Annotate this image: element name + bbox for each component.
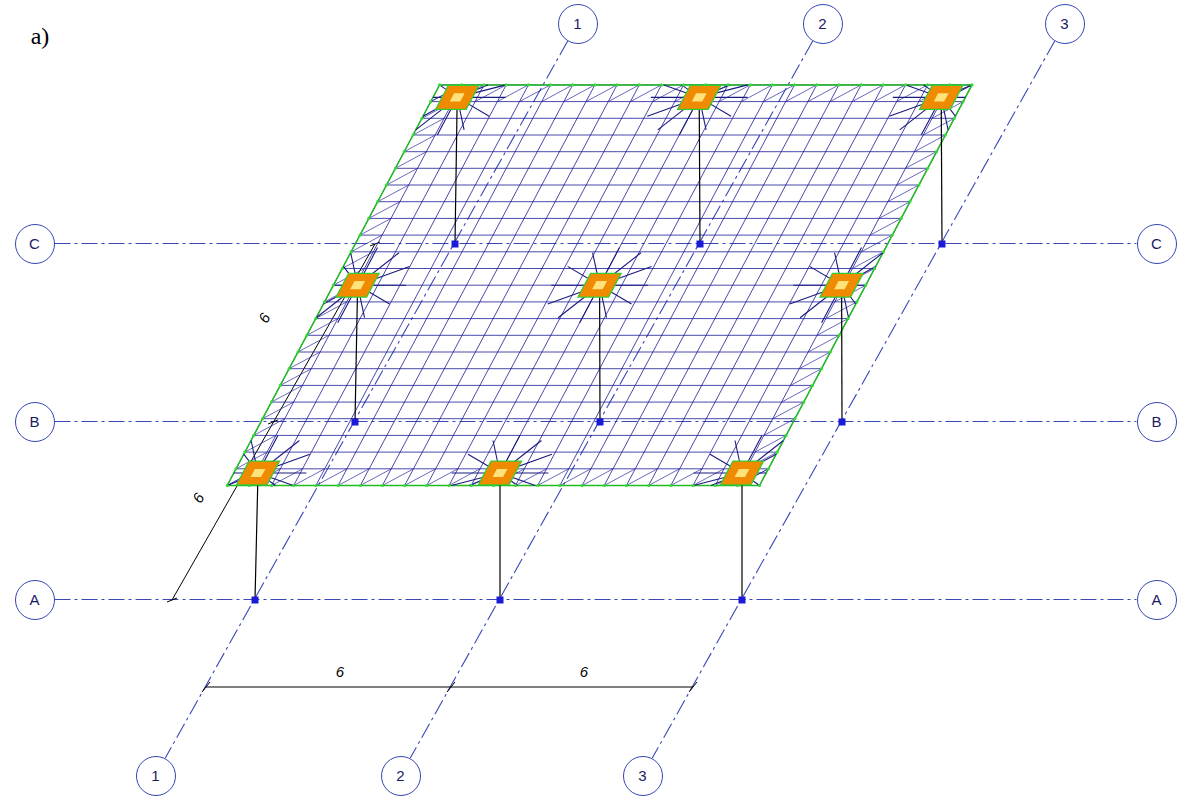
column-core bbox=[592, 281, 607, 289]
dimension-value: 6 bbox=[189, 491, 206, 506]
grid-bubble: 1 bbox=[136, 756, 176, 796]
column-line bbox=[841, 285, 843, 422]
dimension-value: 6 bbox=[336, 664, 344, 679]
figure-label: a) bbox=[31, 24, 50, 48]
slab-mesh bbox=[226, 83, 974, 603]
grid-line bbox=[165, 41, 567, 758]
grid-label: A bbox=[29, 592, 39, 607]
column-line bbox=[741, 473, 742, 600]
grid-line bbox=[55, 243, 1137, 244]
dimension-tick bbox=[167, 598, 177, 602]
column-base bbox=[352, 419, 359, 426]
mesh-lines bbox=[227, 85, 972, 486]
column-head bbox=[436, 86, 479, 110]
column-core bbox=[350, 281, 365, 289]
grid-bubble: 2 bbox=[381, 756, 421, 796]
grid-label: C bbox=[29, 236, 40, 251]
column-line bbox=[355, 285, 358, 422]
mesh-diagonals bbox=[227, 85, 972, 486]
column-head bbox=[478, 461, 521, 485]
column-line bbox=[499, 473, 500, 600]
grid-label: 2 bbox=[396, 768, 404, 783]
grid-label: B bbox=[29, 414, 39, 429]
column-base bbox=[252, 597, 259, 604]
mesh-nodes bbox=[226, 83, 974, 487]
column-base bbox=[939, 241, 946, 248]
column-core bbox=[834, 281, 849, 289]
grid-label: 3 bbox=[638, 768, 646, 783]
dimension-line bbox=[206, 687, 693, 688]
grid-bubble: B bbox=[1137, 402, 1177, 442]
dimension-value: 6 bbox=[580, 664, 588, 679]
grid-label: C bbox=[1151, 236, 1162, 251]
grid-line bbox=[410, 41, 812, 758]
column-core bbox=[493, 469, 508, 477]
column-line bbox=[255, 473, 258, 600]
column-core bbox=[735, 469, 750, 477]
grid-label: B bbox=[1151, 414, 1161, 429]
grid-bubble: 1 bbox=[558, 4, 598, 44]
dimension-value: 6 bbox=[255, 311, 272, 326]
column-base bbox=[839, 419, 846, 426]
dimension-lines bbox=[167, 242, 697, 692]
column-base bbox=[452, 241, 459, 248]
column-head bbox=[720, 461, 763, 485]
column-core bbox=[692, 93, 707, 101]
mesh-refinement bbox=[227, 85, 972, 486]
grid-bubble: 3 bbox=[623, 756, 663, 796]
column-core bbox=[251, 469, 266, 477]
grid-bubble: 3 bbox=[1045, 4, 1085, 44]
column-head bbox=[920, 86, 963, 110]
grid-bubble: A bbox=[1137, 580, 1177, 620]
grid-label: A bbox=[1151, 592, 1161, 607]
column-head bbox=[236, 461, 279, 485]
dimension-tick bbox=[689, 682, 697, 692]
column-line bbox=[455, 97, 457, 244]
grid-line bbox=[55, 421, 1137, 422]
grid-bubble: C bbox=[15, 224, 55, 264]
slab-outline bbox=[227, 85, 972, 486]
grid-label: 1 bbox=[151, 768, 159, 783]
column-core bbox=[450, 93, 465, 101]
column-core bbox=[934, 93, 949, 101]
grid-label: 1 bbox=[573, 16, 581, 31]
column-head bbox=[336, 273, 379, 297]
grid-label: 2 bbox=[818, 16, 826, 31]
grid-bubble: 2 bbox=[803, 4, 843, 44]
grid-bubble: B bbox=[15, 402, 55, 442]
grid-line bbox=[652, 41, 1054, 758]
column-line bbox=[941, 97, 943, 244]
column-head bbox=[678, 86, 721, 110]
column-head bbox=[820, 273, 863, 297]
dimension-tick bbox=[447, 682, 455, 692]
column-base bbox=[739, 597, 746, 604]
grid-bubble: C bbox=[1137, 224, 1177, 264]
grid-label: 3 bbox=[1060, 16, 1068, 31]
column-line bbox=[599, 285, 601, 422]
column-line bbox=[699, 97, 701, 244]
column-head bbox=[578, 273, 621, 297]
column-base bbox=[597, 419, 604, 426]
dimension-tick bbox=[202, 682, 210, 692]
column-base bbox=[697, 241, 704, 248]
grid-line bbox=[55, 599, 1137, 600]
grid-bubble: A bbox=[15, 580, 55, 620]
column-base bbox=[497, 597, 504, 604]
